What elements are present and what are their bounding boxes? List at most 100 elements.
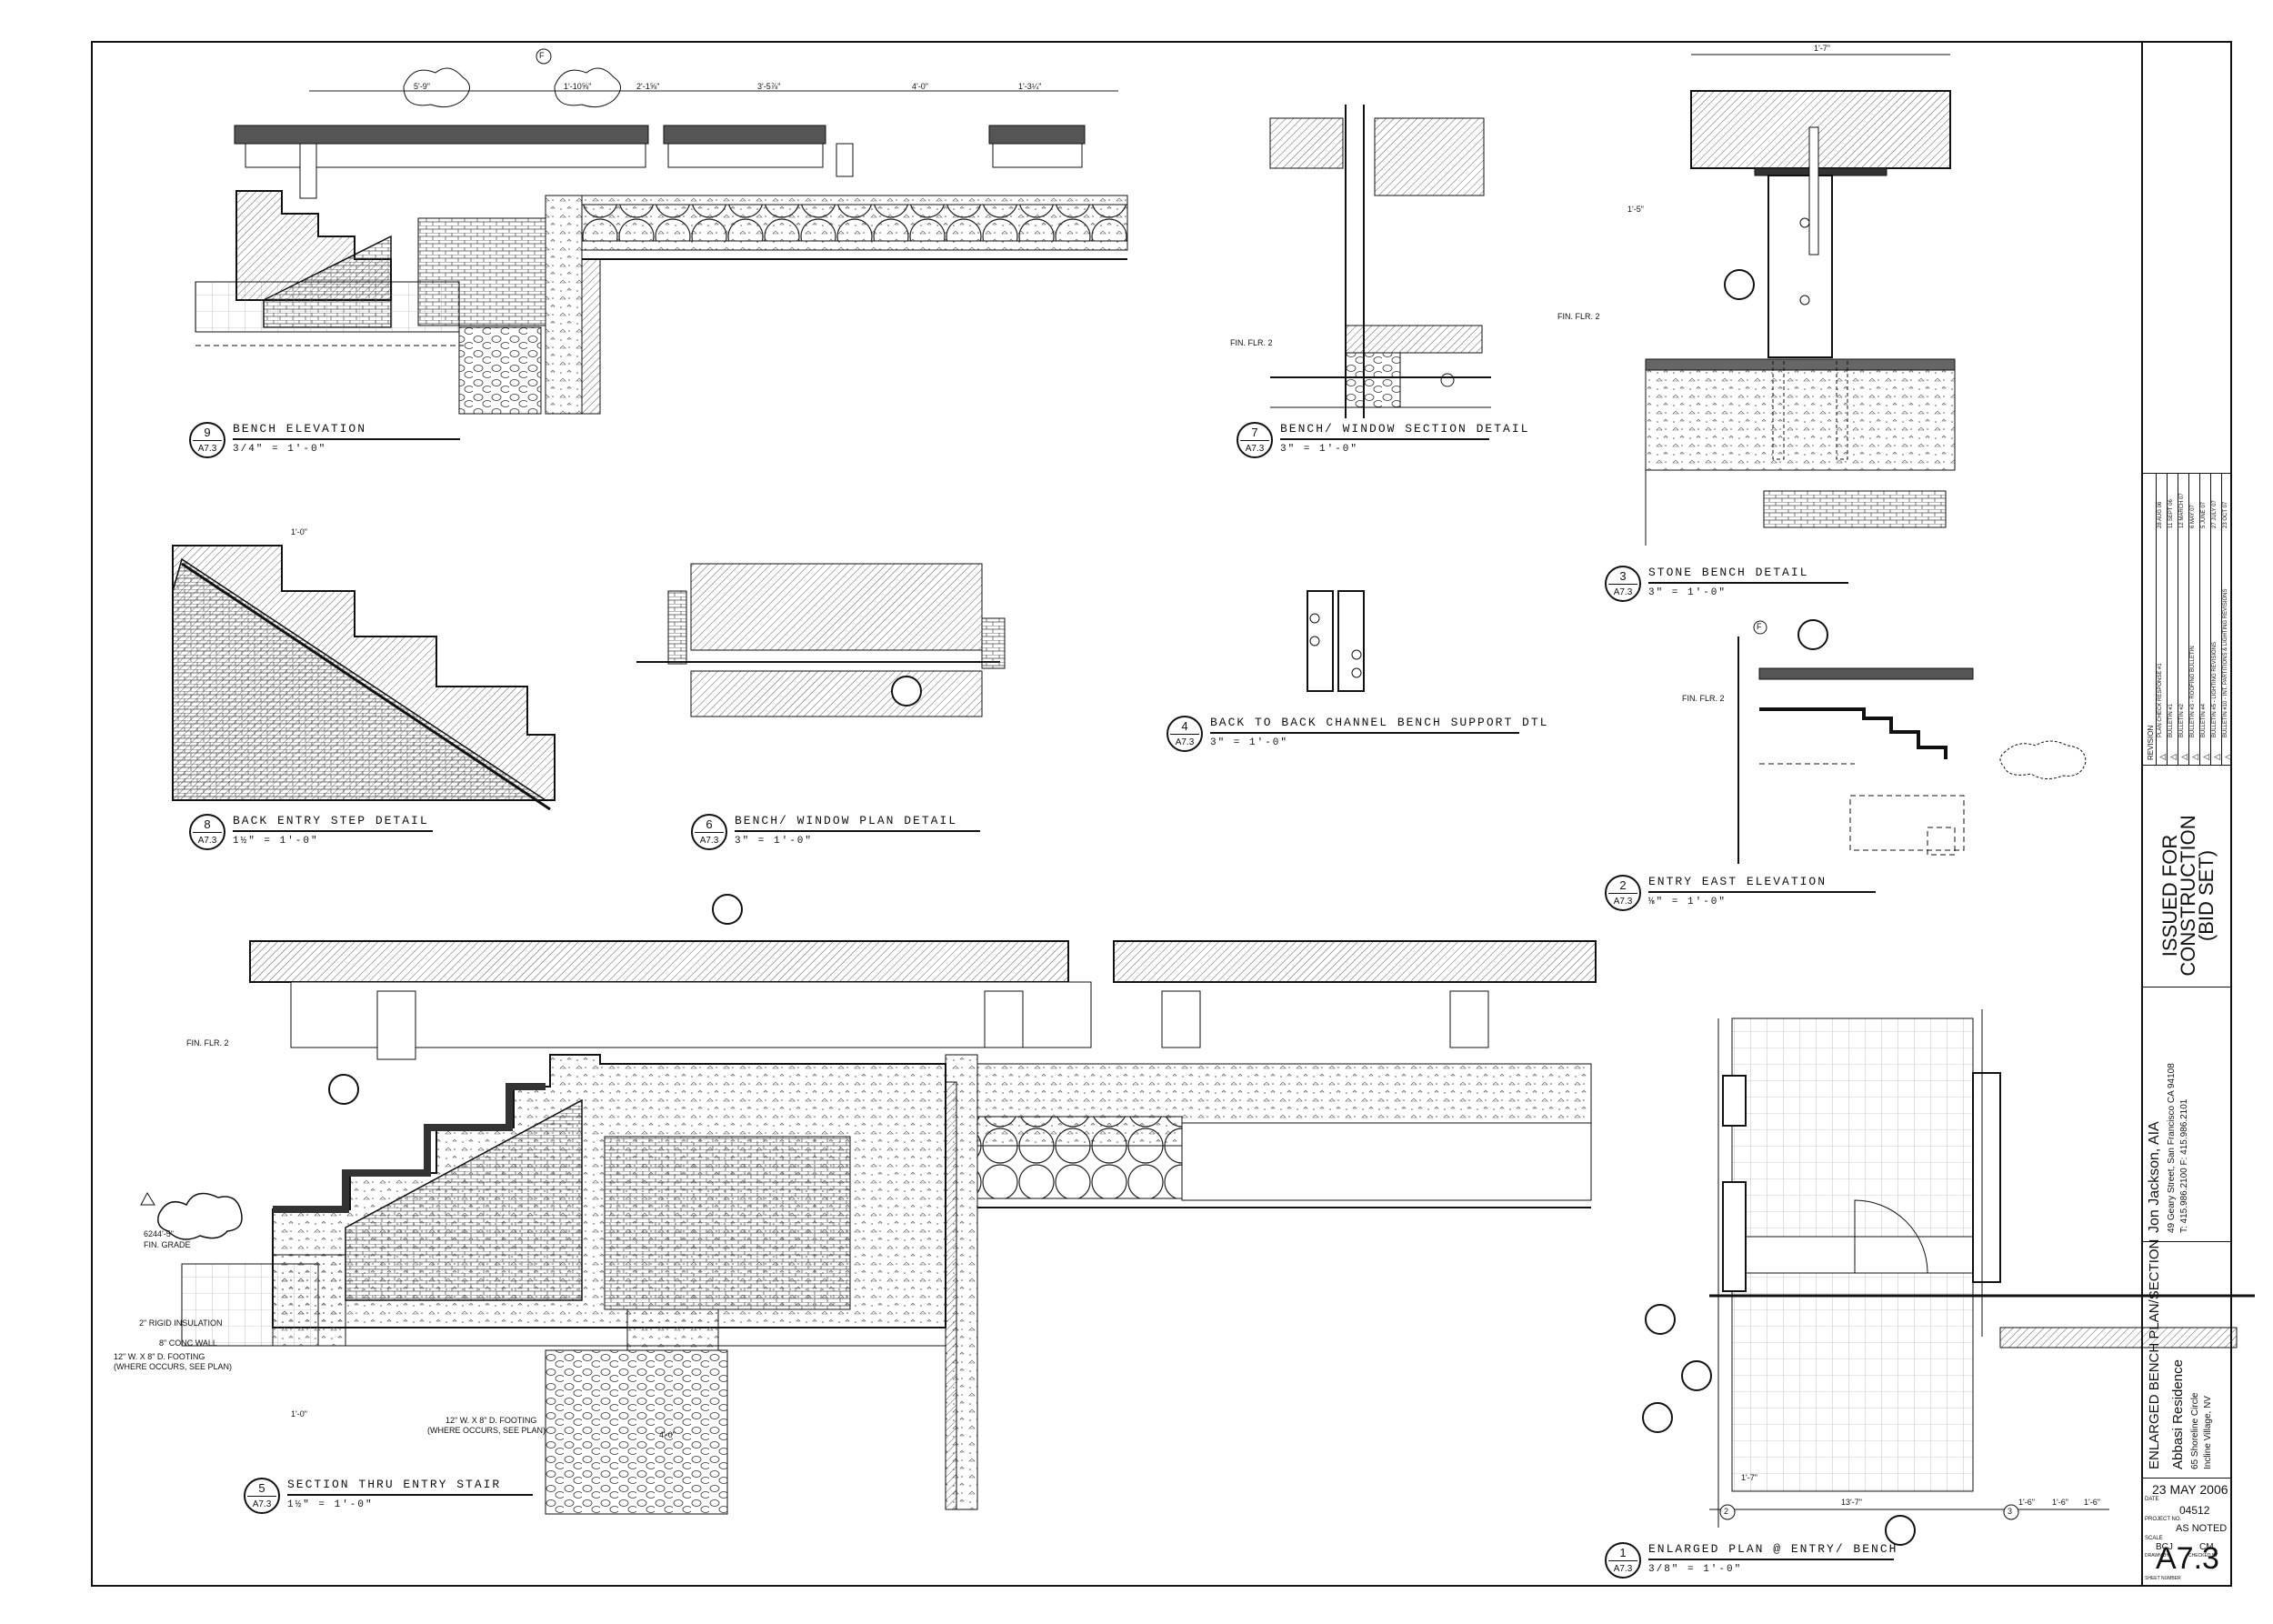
detail-name: ENTRY EAST ELEVATION	[1648, 875, 1876, 893]
detail-1-enlarged-plan	[1709, 1009, 2255, 1528]
detail-5-section-entry-stair	[140, 940, 1597, 1515]
detail-3-stone-bench	[1645, 54, 1956, 546]
footing-note: 12" W. X 8" D. FOOTING	[114, 1352, 205, 1361]
project-name: Abbasi Residence	[2170, 1359, 2186, 1469]
grid-marker: F	[539, 51, 545, 60]
detail-2-entry-east-elevation	[1737, 637, 1974, 864]
detail-6-bench-window-plan	[636, 563, 1006, 717]
detail-name: SECTION THRU ENTRY STAIR	[287, 1478, 533, 1496]
revision-description: BULLETIN #1	[2168, 703, 2174, 737]
insulation-note: 2" RIGID INSULATION	[139, 1318, 223, 1328]
architect-name: Jon Jackson, AIA	[2147, 1121, 2162, 1233]
detail-9-bench-elevation	[195, 90, 1128, 415]
dimension: 1'-5"	[1627, 205, 1644, 214]
revision-date: 27 JULY 07	[2212, 500, 2218, 528]
revision-description: BULLETIN #4	[2201, 703, 2207, 737]
dimension: 1'-7"	[1741, 1473, 1757, 1482]
detail-7-bench-window-section	[1269, 105, 1491, 418]
dimension: 1'-6"	[2018, 1498, 2035, 1507]
revision-description: BULLETIN #5 - LIGHTING REVISIONS	[2212, 641, 2218, 737]
drawn-by: BCJ	[2156, 1542, 2173, 1552]
detail-name: BENCH ELEVATION	[233, 422, 460, 440]
revision-date: 11 SEPT 06	[2168, 499, 2174, 528]
detail-4-channel-support	[1307, 590, 1365, 692]
detail-scale: 3" = 1'-0"	[1210, 737, 1289, 748]
dimension: 1'-3¼"	[1018, 82, 1042, 91]
dimension: 13'-7"	[1841, 1498, 1862, 1507]
revision-date: 28 AUG 06	[2158, 501, 2163, 528]
detail-scale: 3/8" = 1'-0"	[1648, 1564, 1743, 1575]
dimension: 1'-10⅝"	[564, 82, 592, 91]
drawn-by-label: DRAWN BY	[2145, 1553, 2169, 1559]
detail-name: BENCH/ WINDOW PLAN DETAIL	[735, 814, 980, 832]
fin-grade-label: FIN. GRADE	[144, 1240, 191, 1249]
detail-scale: 3" = 1'-0"	[735, 836, 814, 847]
detail-scale: 3" = 1'-0"	[1280, 444, 1359, 455]
project-block: ENLARGED BENCH PLAN/SECTION Abbasi Resid…	[2143, 1238, 2232, 1479]
dimension: 1'-7"	[1814, 44, 1830, 53]
project-number-label: PROJECT NO.	[2145, 1517, 2182, 1522]
revision-table: REVISION △ PLAN CHECK RESPONSE #1 28 AUG 0…	[2143, 473, 2232, 766]
conc-wall-note: 8" CONC WALL	[159, 1338, 217, 1348]
dimension: 1'-0"	[291, 1409, 307, 1418]
detail-name: BACK TO BACK CHANNEL BENCH SUPPORT DTL	[1210, 716, 1547, 734]
scale-label: SCALE	[2145, 1536, 2163, 1541]
revision-mark: △	[2223, 754, 2232, 760]
dimension: 1'-6"	[2084, 1498, 2100, 1507]
sheet-info: 23 MAY 2006 DATE 04512 PROJECT NO. AS NO…	[2143, 1478, 2232, 1588]
fin-floor-label: FIN. FLR. 2	[186, 1038, 229, 1048]
revision-description: PLAN CHECK RESPONSE #1	[2158, 663, 2163, 737]
revision-description: BULLETIN #10 - INT. PARTITIONS & LIGHTIN…	[2223, 588, 2228, 737]
section-markers	[328, 48, 2087, 1546]
dimension: 3'-5⅞"	[757, 82, 781, 91]
dimension: 2'-1⅝"	[636, 82, 660, 91]
project-address-2: Incline Village, NV	[2203, 1396, 2213, 1469]
detail-name: BENCH/ WINDOW SECTION DETAIL	[1280, 422, 1527, 440]
fin-floor-label: FIN. FLR. 2	[1557, 312, 1600, 321]
date-label: DATE	[2145, 1497, 2159, 1502]
revision-date: 6 MAY 07	[2190, 505, 2196, 528]
detail-name: BACK ENTRY STEP DETAIL	[233, 814, 433, 832]
detail-scale: 1½" = 1'-0"	[233, 836, 319, 847]
detail-scale: 3/4" = 1'-0"	[233, 444, 327, 455]
title-block: REVISION △ PLAN CHECK RESPONSE #1 28 AUG 0…	[2141, 41, 2232, 1587]
dimension: 5'-9"	[414, 82, 430, 91]
revision-description: BULLETIN #3 - ROOFING BULLETIN	[2190, 646, 2196, 737]
fin-floor-label: FIN. FLR. 2	[1682, 694, 1725, 703]
detail-scale: 1½" = 1'-0"	[287, 1499, 374, 1510]
sheet-title: ENLARGED BENCH PLAN/SECTION	[2147, 1238, 2162, 1469]
dimension: 1'-6"	[2052, 1498, 2068, 1507]
project-address-1: 65 Shoreline Circle	[2190, 1392, 2200, 1470]
dimension: 4'-0"	[659, 1430, 676, 1439]
architect-block: Jon Jackson, AIA 49 Geary Street, San Fr…	[2143, 987, 2232, 1242]
detail-name: ENLARGED PLAN @ ENTRY/ BENCH	[1648, 1542, 1896, 1560]
revision-date: 23 OCT 07	[2223, 501, 2228, 528]
grid-marker: F	[1757, 622, 1762, 631]
detail-scale: ⅛" = 1'-0"	[1648, 897, 1727, 907]
dimension: 1'-0"	[291, 527, 307, 536]
architect-address: 49 Geary Street, San Francisco CA 94108	[2167, 1063, 2177, 1233]
revision-label: REVISION	[2147, 725, 2155, 760]
grid-marker: 2	[1724, 1507, 1729, 1516]
checked-by-label: CHECKED BY	[2188, 1553, 2218, 1559]
checked-by: CM	[2199, 1542, 2214, 1552]
detail-name: STONE BENCH DETAIL	[1648, 566, 1848, 584]
revision-row: △ BULLETIN #10 - INT. PARTITIONS & LIGHTI…	[2221, 474, 2233, 765]
footing-note-b: (WHERE OCCURS, SEE PLAN)	[427, 1426, 546, 1435]
sheet-border	[91, 41, 2232, 1587]
footing-note-b: (WHERE OCCURS, SEE PLAN)	[114, 1362, 233, 1371]
sheet-number-label: SHEET NUMBER	[2145, 1576, 2181, 1581]
drawing-scale: AS NOTED	[2176, 1523, 2228, 1534]
